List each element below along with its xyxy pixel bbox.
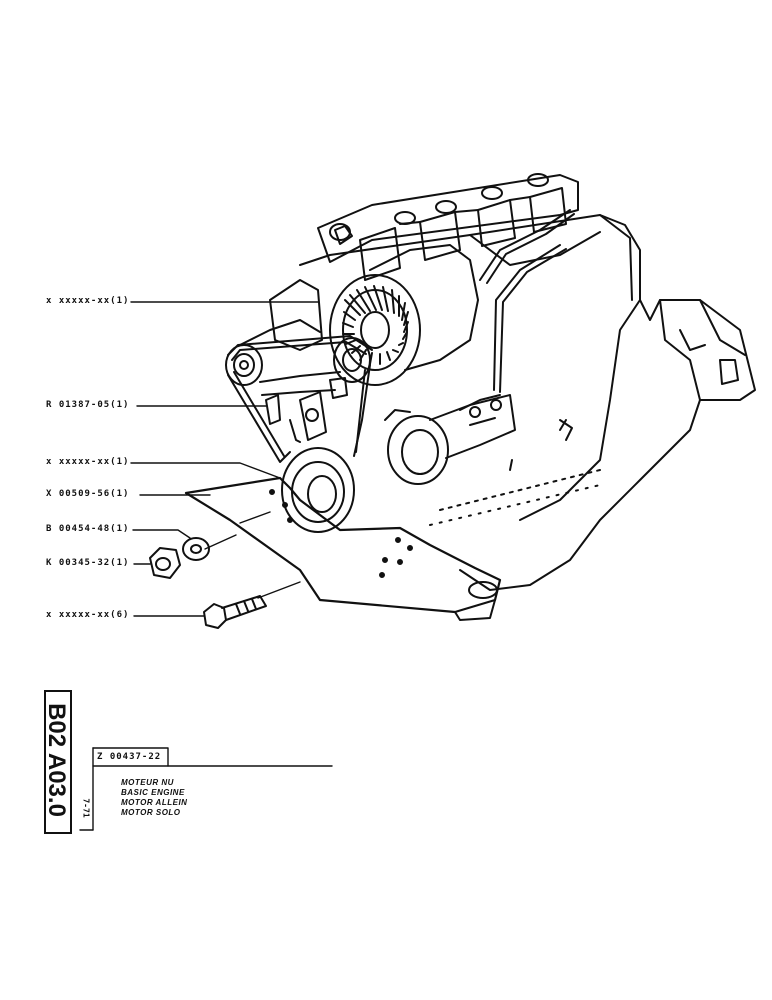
callout-label-3: x xxxxx-xx(1) <box>46 457 130 467</box>
callout-label-5: B 00454-48(1) <box>46 524 130 534</box>
title-lines: MOTEUR NU BASIC ENGINE MOTOR ALLEIN MOTO… <box>121 778 187 818</box>
title-line-de: MOTOR ALLEIN <box>121 798 188 807</box>
title-line-es: MOTOR SOLO <box>121 808 181 817</box>
alternator-bracket <box>265 279 348 443</box>
drawing-number: Z 00437-22 <box>97 752 162 762</box>
mounting-bracket <box>184 476 502 621</box>
hex-nut <box>149 547 181 579</box>
title-line-fr: MOTEUR NU <box>121 778 174 787</box>
revision-date: 7-71 <box>81 798 91 818</box>
reference-box <box>44 690 72 834</box>
callout-label-1: x xxxxx-xx(1) <box>46 296 130 306</box>
v-belt-drive <box>225 319 373 533</box>
washer <box>182 537 210 561</box>
starter-motor <box>384 394 516 485</box>
callout-label-7: x xxxxx-xx(6) <box>46 610 130 620</box>
title-line-en: BASIC ENGINE <box>121 788 185 797</box>
title-block-lines <box>79 747 333 831</box>
reference-code: B02 A03.0 <box>43 703 70 817</box>
callout-label-6: K 00345-32(1) <box>46 558 130 568</box>
hex-bolt <box>203 595 267 629</box>
callout-label-4: X 00509-56(1) <box>46 489 130 499</box>
leader-lines <box>130 301 319 617</box>
blower-housing <box>329 244 479 386</box>
title-block: Z 00437-22 MOTEUR NU BASIC ENGINE MOTOR … <box>93 748 333 830</box>
engine-block <box>299 209 756 591</box>
callout-label-2: R 01387-05(1) <box>46 400 130 410</box>
